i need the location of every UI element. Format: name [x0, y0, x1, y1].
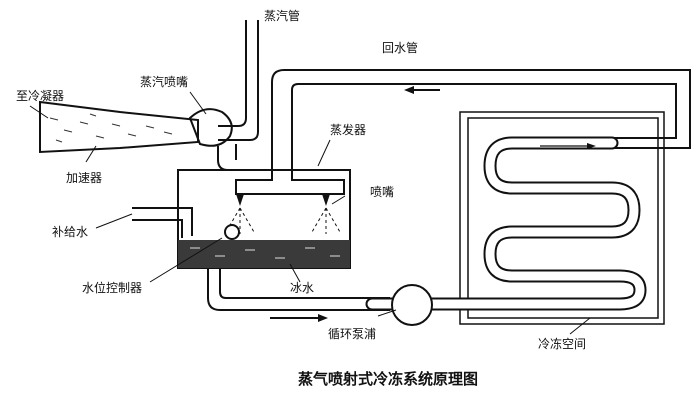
spray: [225, 207, 341, 234]
nozzle-right: [322, 194, 330, 206]
leader-lines: [29, 91, 591, 335]
circulating-pump: [391, 284, 433, 326]
label-level-controller: 水位控制器: [82, 280, 142, 295]
label-to-condenser: 至冷凝器: [16, 88, 64, 103]
label-steam-pipe: 蒸汽管: [264, 8, 300, 23]
ice-water-ripples: [190, 247, 340, 259]
steam-pipe: [218, 20, 259, 141]
float-ball: [224, 224, 240, 240]
makeup-pipe: [132, 207, 193, 238]
label-steam-nozzle: 蒸汽喷嘴: [140, 74, 188, 89]
figure-caption: 蒸气喷射式冷冻系统原理图: [298, 370, 478, 388]
suction-pipe: [207, 268, 390, 311]
return-header: [235, 130, 345, 195]
accelerator: [39, 100, 199, 154]
return-pipe: [271, 69, 691, 149]
label-evaporator: 蒸发器: [330, 122, 366, 137]
cooling-coil-bore: [367, 138, 645, 309]
label-nozzle: 喷嘴: [370, 185, 394, 199]
return-pipe-inner: [291, 83, 677, 139]
label-circulating-pump: 循环泵浦: [328, 327, 376, 341]
ice-water: [178, 240, 350, 268]
steam-nozzle: [188, 108, 233, 147]
flow-arrow-suction: [270, 314, 328, 322]
flow-arrow-return: [404, 86, 440, 94]
label-ice-water: 冰水: [290, 281, 314, 295]
label-accelerator: 加速器: [66, 171, 102, 185]
freezer-space: [459, 111, 665, 325]
ejector-neck: [217, 144, 237, 171]
label-makeup-water: 补给水: [52, 225, 88, 239]
nozzle-left: [236, 194, 244, 206]
accelerator-hatching: [49, 113, 173, 143]
label-return-pipe: 回水管: [382, 40, 418, 55]
flow-arrow-coil: [540, 143, 596, 149]
freezer-space-inner: [467, 117, 659, 319]
label-freezer-space: 冷冻空间: [538, 336, 586, 351]
